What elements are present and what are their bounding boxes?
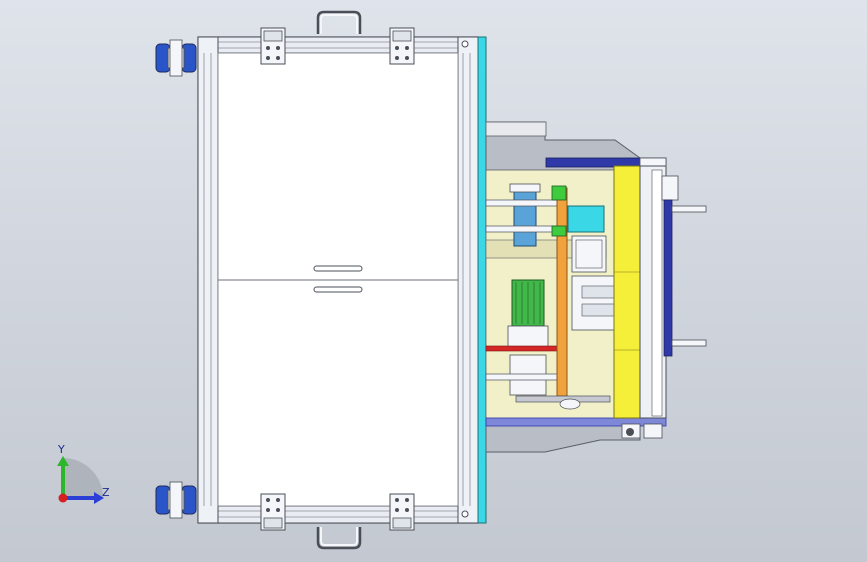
orange-bar xyxy=(556,187,568,397)
hinge-bottom-left xyxy=(260,493,286,531)
red-bar xyxy=(485,345,561,352)
axis-label-z: Z xyxy=(102,486,110,499)
right-column xyxy=(639,165,679,419)
panel-pull-lower[interactable] xyxy=(313,286,363,293)
bottom-handle[interactable] xyxy=(316,527,362,550)
panel-pull-upper[interactable] xyxy=(313,265,363,272)
axis-label-y: Y xyxy=(57,443,65,456)
caster-top xyxy=(155,39,197,77)
cyan-block xyxy=(567,205,605,233)
axis-triad: Y Z xyxy=(57,443,110,504)
hinge-top-right xyxy=(389,27,415,65)
ejector-rods xyxy=(671,205,707,347)
bottom-gear xyxy=(515,395,663,439)
motor-upper xyxy=(509,183,541,247)
cyan-door-panel[interactable] xyxy=(477,36,487,524)
top-handle[interactable] xyxy=(316,10,362,34)
main-frame[interactable] xyxy=(197,36,479,524)
hinge-bottom-right xyxy=(389,493,415,531)
yellow-plate xyxy=(613,165,641,419)
caster-bottom xyxy=(155,481,197,519)
blue-rail-bottom xyxy=(485,417,667,427)
blue-arm xyxy=(663,199,673,357)
hinge-top-left xyxy=(260,27,286,65)
green-spring xyxy=(551,185,567,237)
